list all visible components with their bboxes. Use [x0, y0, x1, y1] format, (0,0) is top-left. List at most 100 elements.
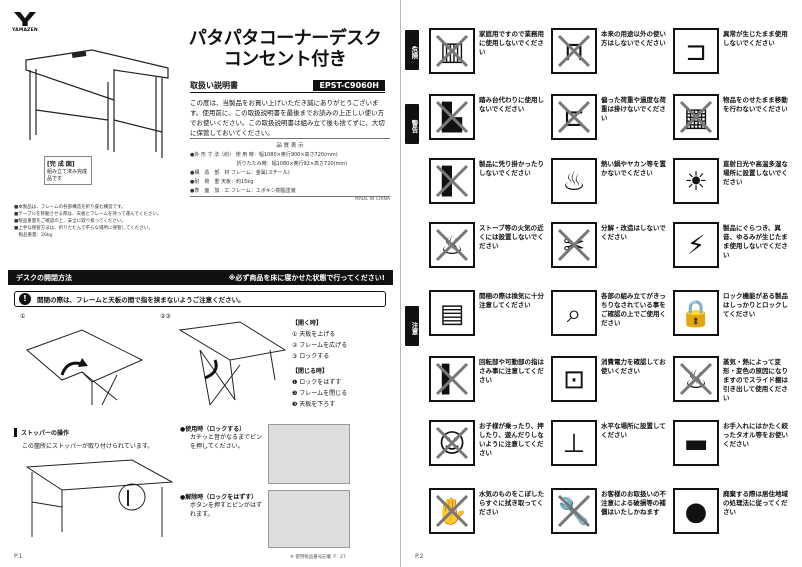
- open-steps-head: 【開く時】: [292, 320, 323, 327]
- boot-step-icon: ▙: [429, 94, 475, 140]
- model-row: 取扱い説明書 EPST-C9060H: [190, 80, 385, 91]
- stopper-illustration: [25, 459, 174, 537]
- safety-item-text: 熱い鍋やヤカン等を置かないでください: [601, 160, 666, 177]
- safety-item: ♨熱い鍋やヤカン等を置かないでください: [551, 158, 669, 216]
- spec-item: 折りたたみ時：幅1080×奥行92×高さ720(mm): [190, 161, 348, 167]
- safety-item-text: 製品にぐらつき、異音、ゆるみが生じたまま使用しないでください: [723, 224, 788, 259]
- category-caution: 注意: [405, 306, 419, 346]
- exclamation-icon: !: [19, 293, 31, 305]
- safety-item-text: 家庭用ですので業務用に使用しないでください: [479, 30, 544, 56]
- prohibited-x-icon: [435, 164, 469, 198]
- magnifier-icon: ⌕: [551, 290, 597, 336]
- notes-list: ■本製品は、フレームの各部構造を折り畳む構造です。 ■テーブルを移動させる際は、…: [14, 204, 384, 239]
- safety-item: ⚡製品にぐらつき、異音、ゆるみが生じたまま使用しないでください: [673, 222, 791, 280]
- note-item: ■テーブルを移動させる際は、天板とフレームを持って運んでください。: [14, 212, 162, 217]
- warning-text: 開閉の際は、フレームと天板の間で指を挟まないようご注意ください。: [37, 296, 245, 304]
- prohibited-x-icon: [435, 494, 469, 528]
- prohibited-x-icon: [435, 426, 469, 460]
- unlock-photo: [268, 490, 350, 548]
- close-step: ❷ フレームを閉じる: [292, 390, 348, 397]
- stopper-heading: ストッパーの操作: [14, 427, 134, 437]
- category-danger: 危険: [405, 30, 419, 70]
- children-icon: ☺: [429, 420, 475, 466]
- open-close-steps: 【開く時】 ① 天板を上げる ② フレームを広げる ③ ロックする 【閉じる時】…: [292, 318, 392, 410]
- tools-icon: ✂: [551, 222, 597, 268]
- safety-item-text: お客様のお取扱いの不注意による破損等の補償はいたしかねます: [601, 490, 666, 516]
- pictogram-glyph: ⊡: [563, 365, 585, 395]
- lock-desc: カチッと音がなるまでピンを押してください。: [190, 434, 263, 450]
- cloth-wipe-icon: ▬: [673, 420, 719, 466]
- right-page: 危険 警告 注意 ▥家庭用ですので業務用に使用しないでください⊓本来の用途以外の…: [401, 0, 802, 567]
- safety-item: ▌製品に凭り掛かったりしないでください: [429, 158, 547, 216]
- safety-item-text: 本来の用途以外の使い方はしないでください: [601, 30, 666, 47]
- page-divider: [400, 0, 401, 567]
- prohibited-x-icon: [679, 100, 713, 134]
- origin-note: MADE IN CHINA: [354, 197, 390, 202]
- open-close-section-header: デスクの開閉方法 ※必ず商品を床に寝かせた状態で行ってください!: [8, 270, 393, 285]
- sewing-icon: ⊥: [551, 420, 597, 466]
- curtain-icon: ▌: [429, 158, 475, 204]
- close-steps-head: 【閉じる時】: [292, 368, 329, 375]
- sparks-icon: ⚡: [673, 222, 719, 268]
- note-item: 製品重量：20kg: [14, 233, 53, 238]
- safety-item: ▤開梱の際は換気に十分注意してください: [429, 290, 547, 348]
- safety-item-text: 直射日光や高温多湿な場所に設置しないでください: [723, 160, 788, 186]
- prohibited-x-icon: [557, 228, 591, 262]
- safety-item: ⊏偏った荷重や過度な荷重は掛けないでください: [551, 94, 669, 152]
- safety-item-text: ロック機能がある製品はしっかりとロックしてください: [723, 292, 788, 318]
- quality-label-box: 品 質 表 示 ●外 形 寸 法（約） 使 用 時：幅1080×奥行900×高さ…: [190, 138, 390, 197]
- safety-item: ☀ 直射日光や高温多湿な場所に設置しないでください: [673, 158, 791, 216]
- moving-cart-icon: ▦: [673, 94, 719, 140]
- prohibited-x-icon: [557, 34, 591, 68]
- safety-item: ⊓本来の用途以外の使い方はしないでください: [551, 28, 669, 86]
- yamazen-logo-mark: [14, 12, 36, 26]
- sun-heat-icon: ☀: [673, 158, 719, 204]
- pinch-warning: ! 開閉の際は、フレームと天板の間で指を挟まないようご注意ください。: [14, 291, 386, 307]
- safety-item: ▙踏み台代わりに使用しないでください: [429, 94, 547, 152]
- safety-item-text: 異常が生じたまま使用しないでください: [723, 30, 788, 47]
- title-divider: [190, 92, 385, 93]
- step1-label: ①: [20, 313, 26, 320]
- fold-step1-illustration: [26, 329, 144, 406]
- safety-item-text: お手入れにはかたく絞ったタオル等をお使いください: [723, 422, 788, 448]
- safety-item: ⊥水平な場所に設置してください: [551, 420, 669, 478]
- brand-logo-text: YAMAZEN: [12, 28, 38, 33]
- safety-item-text: 偏った荷重や過度な荷重は掛けないでください: [601, 96, 666, 122]
- safety-item: ☺お子様が乗ったり、押したり、遊んだりしないように注意してください: [429, 420, 547, 478]
- stopper-title: ストッパーの操作: [21, 429, 70, 437]
- note-item: ■上手な保管方法は、折りたたんで平らな場所に保管してください。: [14, 226, 153, 231]
- spec-item: ●構 造 部 材 フレーム：金属(スチール): [190, 170, 290, 176]
- pictogram-glyph: 🔒: [679, 299, 713, 329]
- safety-item: ⊡消費電力を確認してお使いください: [551, 356, 669, 414]
- stopper-desc: この箇所にストッパーが取り付けられています。: [22, 443, 154, 450]
- wipe-water-icon: ✋: [429, 488, 475, 534]
- unlock-desc: ボタンを押すとピンがはずれます。: [190, 502, 263, 518]
- close-step: ❶ ロックをはずす: [292, 379, 342, 386]
- spec-item: ●外 形 寸 法（約） 使 用 時：幅1080×奥行900×高さ720(mm): [190, 152, 338, 158]
- safety-item: ♨蒸気・熱によって変形・変色の原因になりますのでスライド棚は引き出して使用くださ…: [673, 356, 791, 414]
- step23-label: ②③: [160, 313, 171, 320]
- open-step: ② フレームを広げる: [292, 342, 348, 349]
- safety-item-text: 各部の組み立てがきっちりなされている事をご確認の上でご使用ください: [601, 292, 666, 327]
- prohibited-x-icon: [557, 100, 591, 134]
- safety-item: ▍回転部や可動部の指はさみ事に注意してください: [429, 356, 547, 414]
- safety-item: 🔧お客様のお取扱いの不注意による破損等の補償はいたしかねます: [551, 488, 669, 546]
- pictogram-glyph: ☀: [684, 167, 708, 197]
- safety-item-text: 物品をのせたまま移動を行わないでください: [723, 96, 788, 113]
- kettle-icon: ♨: [551, 158, 597, 204]
- spec-item: ●表 面 加 工 フレーム：エポキシ樹脂塗装: [190, 188, 296, 194]
- safety-item: 🔒 ロック機能がある製品はしっかりとロックしてください: [673, 290, 791, 348]
- fold-step23-illustration: [178, 321, 287, 406]
- product-title: パタパタコーナーデスク コンセント付き: [188, 28, 382, 70]
- prohibited-x-icon: [435, 100, 469, 134]
- open-step: ① 天板を上げる: [292, 331, 336, 338]
- safety-item-text: 水気のものをこぼしたらすぐに拭き取ってください: [479, 490, 544, 516]
- complete-figure-box: [完 成 図] 組み立て済み完成品です: [44, 156, 92, 185]
- footer-note: ※ 使用製品番号記載 Ｐ. 27: [290, 555, 346, 560]
- safety-item-text: 回転部や可動部の指はさみ事に注意してください: [479, 358, 544, 384]
- safety-item: ▥家庭用ですので業務用に使用しないでください: [429, 28, 547, 86]
- prohibited-x-icon: [557, 494, 591, 528]
- safety-item-text: 廃棄する際は居住地域の処理法に従ってください: [723, 490, 788, 516]
- intro-text: この度は、当製品をお買い上げいただき誠にありがとうございます。使用前に、この取扱…: [190, 99, 385, 137]
- desk-illustration: [25, 49, 169, 158]
